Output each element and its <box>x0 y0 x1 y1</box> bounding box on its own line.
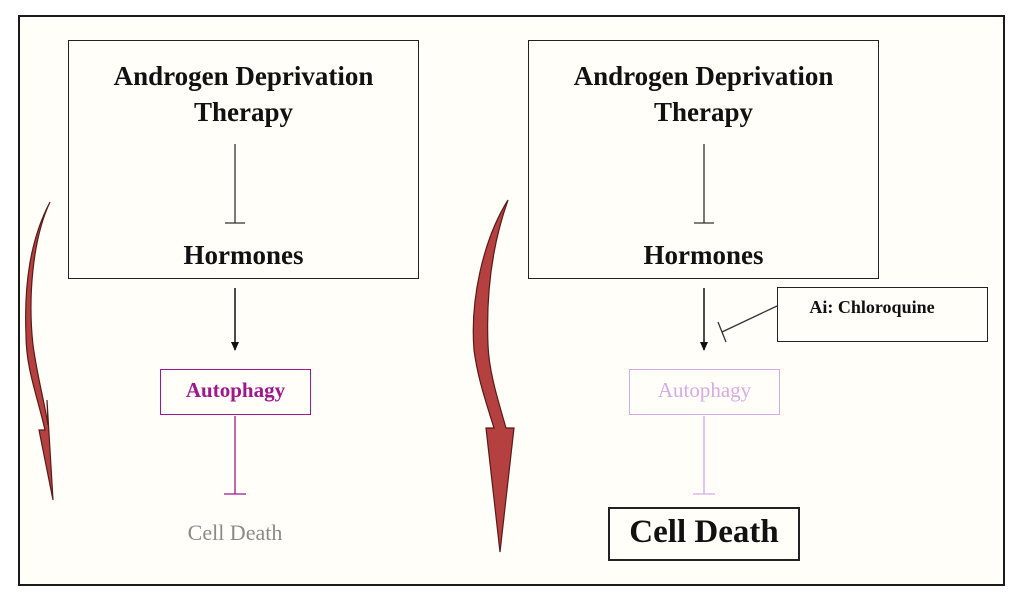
left-curved-arrow <box>25 201 54 501</box>
right-cell-death-box <box>608 507 800 561</box>
right-therapy-inhibits-hormones <box>694 144 714 224</box>
right-cell-death-label: Cell Death <box>629 514 779 550</box>
right-therapy-box <box>528 40 879 279</box>
left-therapy-inhibits-hormones <box>225 144 245 224</box>
left-therapy-box <box>68 40 419 279</box>
left-cell-death-label: Cell Death <box>187 520 283 545</box>
right-curved-arrow <box>472 199 515 553</box>
left-therapy-title: Androgen Deprivation Therapy <box>113 61 374 127</box>
diagram-frame <box>18 15 1005 586</box>
inhibitor-label: Ai: Chloroquine <box>809 297 935 317</box>
right-autophagy-box <box>629 369 780 415</box>
chloroquine-inhibition-line <box>717 305 778 343</box>
left-autophagy-box <box>160 369 311 415</box>
inhibitor-box <box>777 287 988 342</box>
left-autophagy-label: Autophagy <box>185 378 286 402</box>
right-therapy-title: Androgen Deprivation Therapy <box>573 61 834 127</box>
left-autophagy-inhibits-cell-death <box>224 416 246 495</box>
right-autophagy-label: Autophagy <box>657 378 752 402</box>
right-autophagy-inhibits-cell-death <box>693 416 715 495</box>
right-hormones-label: Hormones <box>643 240 764 270</box>
left-hormones-label: Hormones <box>183 240 304 270</box>
